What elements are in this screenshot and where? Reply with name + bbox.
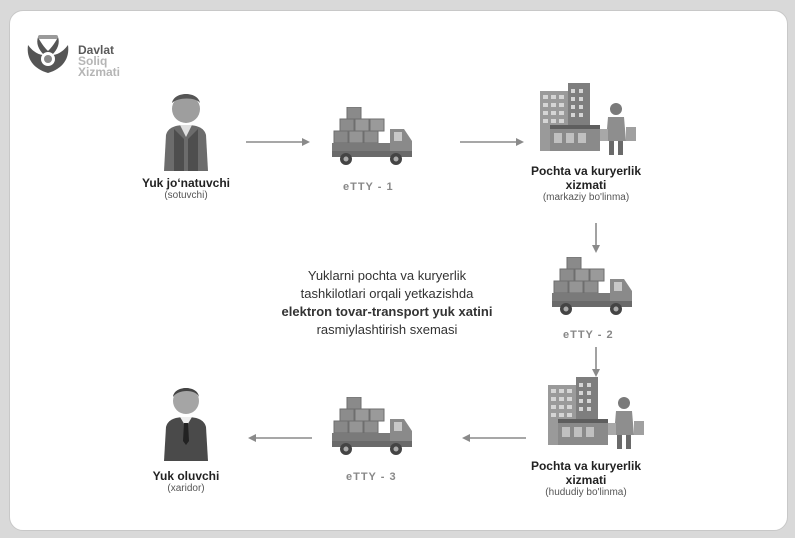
post-central-label: Pochta va kuryerlik xizmati (markaziy bo… — [516, 164, 656, 204]
etty-2-label: eTTY - 2 — [563, 329, 614, 341]
logo-line-3: Xizmati — [78, 65, 121, 79]
receiver-subtitle: (xaridor) — [167, 483, 205, 494]
post-regional-building-icon — [548, 377, 644, 449]
arrow-down-2 — [592, 347, 600, 377]
post-central-title-2: xizmati — [565, 178, 607, 192]
caption-line-1: Yuklarni pochta va kuryerlik — [307, 268, 467, 283]
logo-text: Davlat Soliq Xizmati — [78, 43, 121, 79]
etty-3-label: eTTY - 3 — [346, 471, 397, 483]
arrow-left-1 — [461, 433, 526, 443]
truck-2-icon — [552, 257, 633, 316]
caption-line-2: tashkilotlari orqali yetkazishda — [300, 286, 474, 301]
post-regional-label: Pochta va kuryerlik xizmati (hududiy bo'… — [516, 459, 656, 499]
sender-label: Yuk jo‘natuvchi (sotuvchi) — [116, 176, 256, 202]
scheme-caption: Yuklarni pochta va kuryerlik tashkilotla… — [242, 267, 532, 339]
sender-subtitle: (sotuvchi) — [164, 190, 208, 201]
post-central-title-1: Pochta va kuryerlik — [530, 164, 642, 178]
sender-person-icon — [164, 94, 208, 171]
logo-line-2: Soliq — [78, 54, 108, 68]
post-regional-title-1: Pochta va kuryerlik — [530, 459, 642, 473]
receiver-label: Yuk oluvchi (xaridor) — [116, 469, 256, 495]
diagram-card: Davlat Soliq Xizmati Yuk jo‘natuvchi (so… — [9, 10, 788, 531]
logo-line-1: Davlat — [78, 43, 115, 57]
post-central-building-icon — [540, 83, 636, 155]
truck-3-icon — [332, 397, 413, 456]
etty-1-label: eTTY - 1 — [343, 181, 394, 193]
receiver-title: Yuk oluvchi — [152, 469, 220, 483]
caption-line-4: rasmiylashtirish sxemasi — [316, 322, 458, 337]
post-central-subtitle: (markaziy bo'linma) — [542, 192, 630, 203]
post-regional-subtitle: (hududiy bo'linma) — [545, 487, 627, 498]
arrow-down-1 — [592, 223, 600, 253]
arrow-right-1 — [246, 137, 311, 147]
arrow-left-2 — [247, 433, 312, 443]
post-regional-title-2: xizmati — [565, 473, 607, 487]
arrow-right-2 — [460, 137, 525, 147]
receiver-person-icon — [164, 388, 208, 461]
eagle-logo-icon — [27, 35, 69, 73]
caption-line-3: elektron tovar-transport yuk xatini — [281, 304, 493, 319]
truck-1-icon — [332, 107, 413, 166]
sender-title: Yuk jo‘natuvchi — [141, 176, 231, 190]
